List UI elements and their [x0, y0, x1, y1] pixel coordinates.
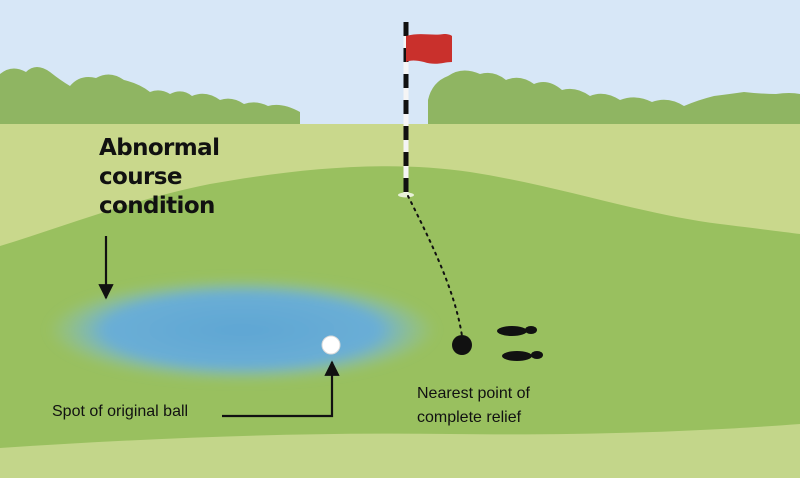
golf-ball-icon: [321, 335, 341, 355]
flag-icon: [406, 34, 452, 64]
abnormal-condition-label: Abnormal course condition: [99, 135, 220, 219]
footprints-icon: [497, 326, 543, 361]
relief-point-dot: [452, 335, 472, 355]
relief-point-label: Nearest point of complete relief: [417, 385, 530, 426]
abnormal-water-area: [47, 278, 437, 382]
fairway-near: [0, 424, 800, 478]
original-ball-label: Spot of original ball: [52, 403, 189, 420]
ball-path-dotted: [407, 195, 463, 337]
original-ball-arrow: [222, 360, 340, 418]
treeline-left: [0, 67, 300, 130]
treeline-right: [428, 70, 800, 130]
